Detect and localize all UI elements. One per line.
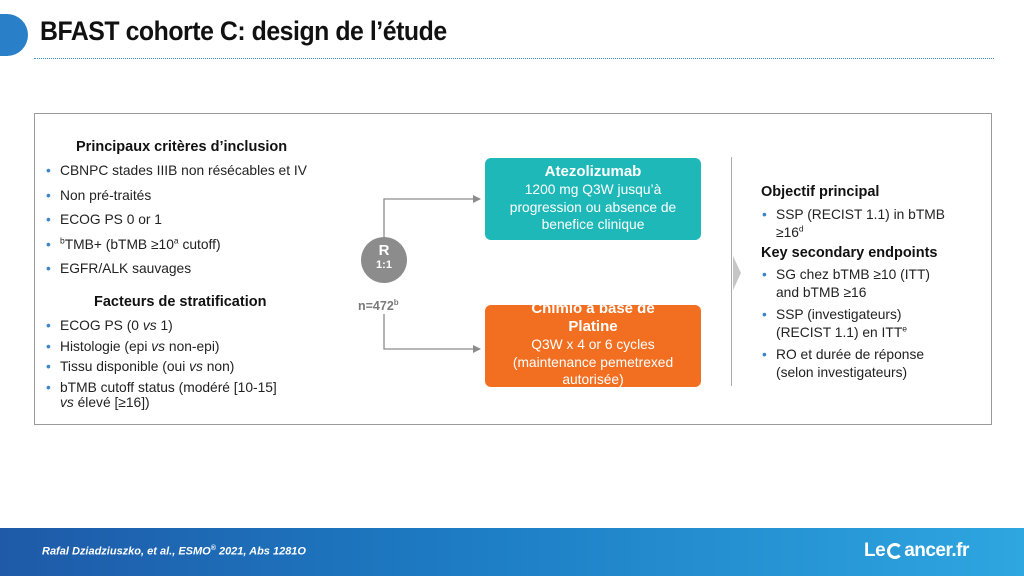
primary-endpoint-heading: Objectif principal [761,184,880,200]
list-item: SSP (investigateurs)(RECIST 1.1) en ITTe [762,306,930,341]
chemotherapy-arm-box: Chimio à base de Platine Q3W x 4 or 6 cy… [485,305,701,387]
arrow-to-chemotherapy [383,314,481,353]
slide-title: BFAST cohorte C: design de l’étude [40,16,447,46]
inclusion-list: CBNPC stades IIIB non résécables et IV N… [46,163,307,286]
list-item: ECOG PS (0 vs 1) [46,318,277,339]
list-item: ECOG PS 0 or 1 [46,212,307,237]
study-design-frame [34,113,992,425]
list-item: bTMB cutoff status (modéré [10-15]vs éle… [46,380,277,418]
list-item: Non pré-traités [46,188,307,213]
list-item: CBNPC stades IIIB non résécables et IV [46,163,307,188]
arrow-to-atezolizumab [383,195,481,237]
stratification-list: ECOG PS (0 vs 1) Histologie (epi vs non-… [46,318,277,418]
secondary-endpoints-heading: Key secondary endpoints [761,245,938,261]
primary-endpoint-list: SSP (RECIST 1.1) in bTMB≥16d [762,206,945,241]
list-item: Tissu disponible (oui vs non) [46,359,277,380]
logo-c-icon [887,543,904,559]
list-item: EGFR/ALK sauvages [46,261,307,286]
footer-citation: Rafal Dziadziuszko, et al., ESMO® 2021, … [42,545,306,558]
list-item: bTMB+ (bTMB ≥10a cutoff) [46,236,307,262]
list-item: SG chez bTMB ≥10 (ITT)and bTMB ≥16 [762,266,930,301]
footer-bar [0,528,1024,576]
list-item: Histologie (epi vs non-epi) [46,339,277,360]
list-item: RO et durée de réponse(selon investigate… [762,346,930,381]
atezolizumab-arm-box: Atezolizumab 1200 mg Q3W jusqu’à progres… [485,158,701,240]
list-item: SSP (RECIST 1.1) in bTMB≥16d [762,206,945,241]
stratification-heading: Facteurs de stratification [94,294,267,310]
secondary-endpoints-list: SG chez bTMB ≥10 (ITT)and bTMB ≥16 SSP (… [762,266,930,381]
endpoints-divider [731,157,732,386]
sample-size-label: n=472b [358,298,399,314]
inclusion-heading: Principaux critères d’inclusion [76,139,288,155]
randomization-badge: R 1:1 [361,237,407,283]
title-underline [34,58,994,59]
chevron-right-icon [733,256,741,290]
